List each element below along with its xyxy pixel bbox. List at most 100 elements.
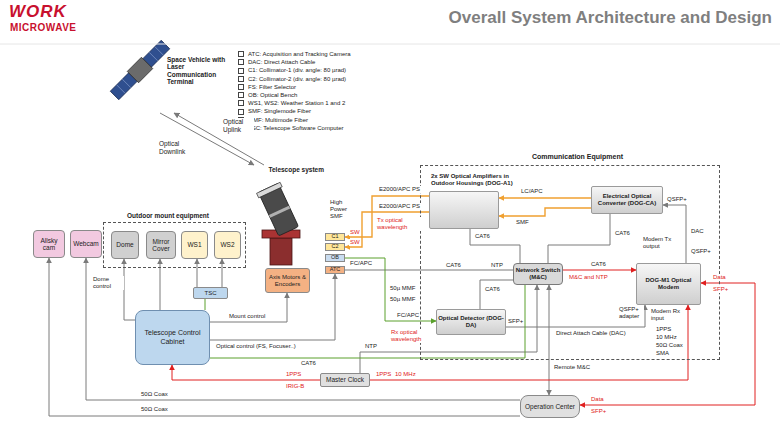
optics-box: C1 [325, 233, 345, 241]
connector [174, 113, 264, 165]
telescope-icon [257, 182, 301, 265]
node-heading: Communication Equipment [531, 153, 673, 161]
node-label: WS1 [186, 241, 202, 248]
legend-row: SMF: Singlemode Fiber [238, 107, 351, 115]
connector [205, 299, 206, 310]
camera-box: Allsky cam [33, 230, 65, 258]
legend-checkbox [238, 68, 244, 74]
legend-checkbox [238, 84, 244, 90]
connector-label: 1PPS [285, 371, 302, 378]
node-label: Master Clock [325, 376, 365, 383]
node-label: TSC [204, 290, 218, 297]
annotation-label: NTP [490, 262, 504, 269]
connector-label: CAT6 [445, 262, 462, 269]
connector-label: CAT6 [474, 233, 491, 240]
annotation-label: IRIG-B [285, 383, 305, 390]
node-label: OB [330, 255, 340, 261]
node-label: DOG-M1 Optical Modem [637, 277, 700, 291]
annotation-label: CAT6 [590, 261, 607, 268]
node-label: Electrical Optical Converter (DOG-CA) [592, 193, 662, 207]
connector [345, 258, 436, 321]
legend-row: FS: Filter Selector [238, 83, 351, 91]
connector [222, 259, 223, 287]
connector [549, 285, 550, 395]
connector-label: E2000/APC PS [378, 203, 421, 210]
node-label: Mirror Cover [147, 238, 175, 253]
converter-box: Electrical Optical Converter (DOG-CA) [591, 186, 663, 214]
connector [160, 113, 254, 165]
header-rule [0, 44, 780, 45]
legend-row: WS1, WS2: Weather Station 1 and 2 [238, 99, 351, 107]
connector [172, 365, 320, 380]
optics-box: C2 [325, 243, 345, 251]
legend-row: DAC: Direct Attach Cable [238, 58, 351, 66]
annotation-label: QSFP+ [666, 196, 688, 203]
connector-label: Dome control [92, 276, 124, 290]
connector [563, 270, 636, 271]
equipment-box: Dome [111, 231, 139, 259]
legend-text: ATC: Acquisition and Tracking Camera [248, 50, 351, 58]
annotation-label: Data [590, 396, 605, 403]
annotation-label: Modem Tx output [642, 236, 684, 250]
connector-label: Optical control (FS, Focuser..) [215, 343, 297, 350]
connector-label: Mount control [228, 313, 266, 320]
annotation-label: 10 MHz [655, 334, 678, 341]
connector [124, 259, 135, 320]
connector [506, 305, 645, 327]
legend-checkbox [238, 76, 244, 82]
optics-box: ATC [325, 266, 345, 274]
connector-label: Optical Uplink [222, 118, 254, 133]
motor-box: Axis Motors & Encoders [265, 268, 310, 293]
node-label: Webcam [72, 240, 100, 247]
optics-box: OB [325, 254, 345, 262]
legend-row: ATC: Acquisition and Tracking Camera [238, 50, 351, 58]
vehicle-node: Space Vehicle with Laser Communication T… [100, 28, 228, 113]
connector-label: NTP [364, 343, 378, 350]
connector-label: CAT6 [614, 230, 631, 237]
modem-box: DOG-M1 Optical Modem [636, 263, 701, 305]
page-title: Overall System Architecture and Design [449, 8, 772, 28]
legend-text: MMF: Multimode Fiber [248, 116, 308, 124]
computer-box: TSC [193, 287, 228, 299]
connector [345, 270, 513, 271]
connector-label: Data [712, 274, 727, 281]
clock-box: Master Clock [320, 373, 370, 387]
node-label: Dome [115, 241, 134, 248]
connector [197, 259, 198, 287]
connector-label: CAT6 [484, 286, 501, 293]
connector [499, 197, 591, 198]
legend: ATC: Acquisition and Tracking CameraDAC:… [238, 50, 351, 132]
equipment-box: Mirror Cover [146, 231, 176, 259]
legend-text: WS1, WS2: Weather Station 1 and 2 [248, 99, 345, 107]
connector [370, 305, 688, 380]
node-heading: 2x SW Optical Amplifiers in Outdoor Hous… [430, 173, 524, 187]
legend-checkbox [238, 51, 244, 57]
connector [49, 258, 520, 416]
node-label: Telescope Control Cabinet [136, 329, 209, 345]
equipment-box: WS1 [181, 231, 208, 259]
connector [470, 229, 520, 263]
legend-row: MMF: Multimode Fiber [238, 116, 351, 124]
legend-text: OB: Optical Bench [248, 91, 297, 99]
annotation-label: 50Ω Coax [140, 391, 169, 398]
annotation-label: QSFP+ adapter [618, 306, 644, 320]
node-label: Optical Detector (DOG-DA) [437, 315, 505, 329]
connector [210, 285, 525, 358]
legend-text: TSC: Telescope Software Computer [248, 124, 344, 132]
node-label: Operation Center [524, 403, 576, 410]
connector-label: Optical Downlink [158, 140, 196, 155]
connector-label: SMF [515, 219, 530, 226]
connector-label: 50µ MMF [389, 296, 416, 303]
annotation-label: SFP+ [712, 286, 729, 293]
annotation-label: SMA [655, 350, 670, 357]
legend-row: C1: Collimator-1 (div. angle: 80 µrad) [238, 66, 351, 74]
node-heading: Space Vehicle with Laser Communication T… [166, 56, 230, 86]
node-label: WS2 [219, 241, 235, 248]
annotation-label: FC/APC [349, 260, 373, 267]
connector [86, 258, 520, 400]
annotation-label: 50Ω Coax [140, 406, 169, 413]
annotation-label: MICROWAVE [9, 22, 78, 33]
node-label: C1 [330, 234, 339, 240]
